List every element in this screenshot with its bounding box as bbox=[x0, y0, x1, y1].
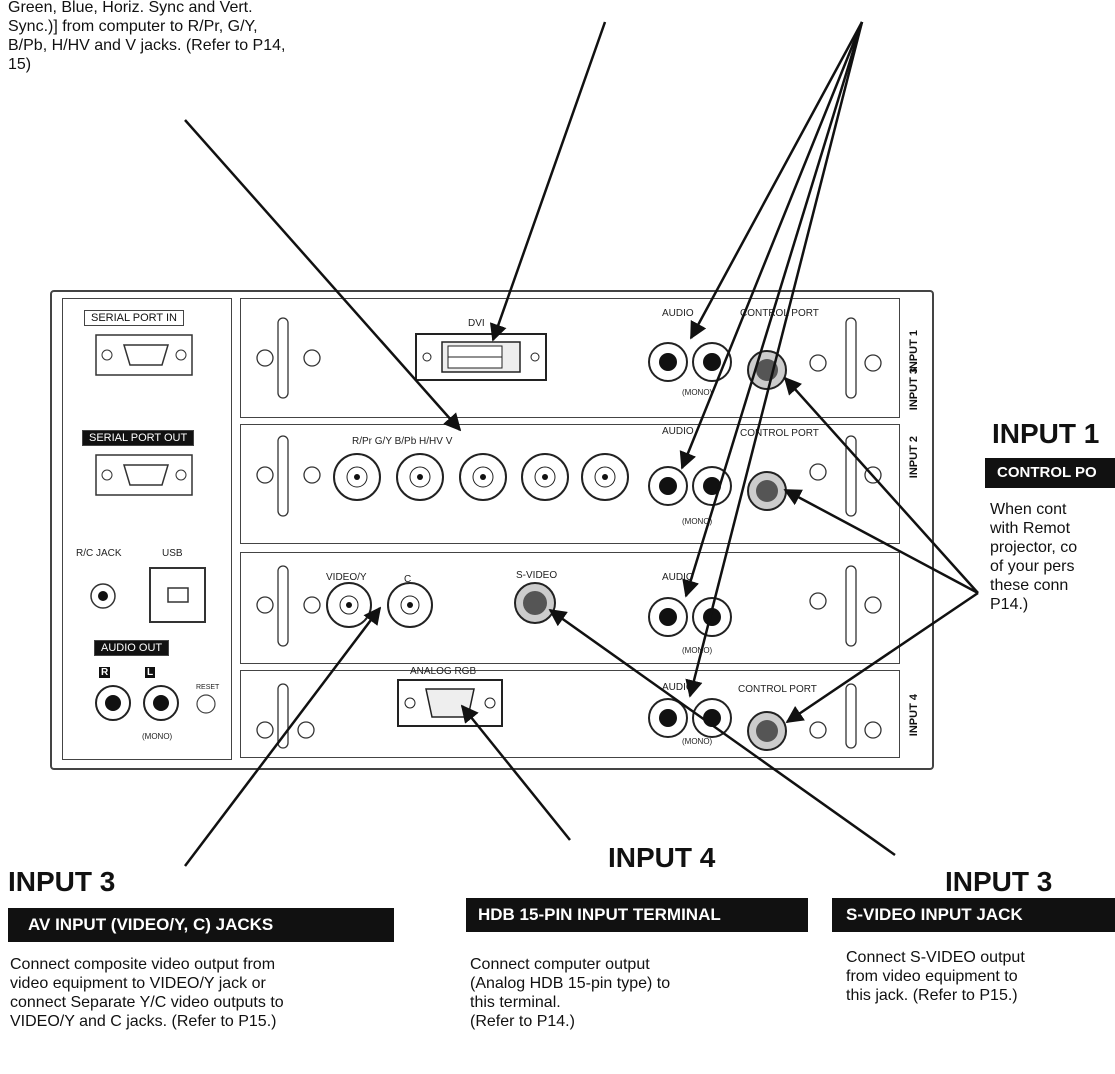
callout-2-banner: HDB 15-PIN INPUT TERMINAL bbox=[466, 898, 808, 932]
c2-line-4: (Refer to P14.) bbox=[470, 1013, 575, 1030]
panel-screws bbox=[256, 317, 882, 749]
c2-line-3: this terminal. bbox=[470, 994, 561, 1011]
audio-out-label: AUDIO OUT bbox=[94, 640, 170, 656]
reset-label: RESET bbox=[196, 684, 220, 691]
reset-button bbox=[196, 694, 216, 714]
control-ports bbox=[747, 350, 787, 751]
rc-jack-label: R/C JACK bbox=[76, 548, 122, 559]
mono-label-2: (MONO) bbox=[682, 517, 713, 526]
video-y-label: VIDEO/Y bbox=[326, 572, 367, 583]
callout-arrows bbox=[184, 21, 979, 867]
top-left-text: Green, Blue, Horiz. Sync and Vert. Sync.… bbox=[8, 0, 448, 74]
callout-3-body: Connect S-VIDEO output from video equipm… bbox=[846, 948, 1115, 1005]
audio-label-4: AUDIO bbox=[662, 682, 694, 693]
c-label: C bbox=[404, 574, 412, 585]
bnc-connectors bbox=[333, 453, 629, 501]
callout-1-heading: INPUT 3 bbox=[8, 866, 116, 897]
dvi-connector bbox=[415, 333, 547, 381]
control-port-label-1: CONTROL PORT bbox=[740, 308, 819, 319]
c3-line-3: this jack. (Refer to P15.) bbox=[846, 987, 1018, 1004]
audio-out-l-badge: L bbox=[145, 667, 156, 678]
c3-line-2: from video equipment to bbox=[846, 968, 1018, 985]
right-line-5: these conn bbox=[990, 577, 1069, 594]
top-line-2: Sync.)] from computer to R/Pr, G/Y, bbox=[8, 18, 258, 35]
row-audio-jacks bbox=[648, 342, 732, 738]
c1-line-4: VIDEO/Y and C jacks. (Refer to P15.) bbox=[10, 1013, 277, 1030]
control-port-label-4: CONTROL PORT bbox=[738, 684, 817, 695]
analog-rgb-connector bbox=[397, 679, 503, 727]
audio-out-r-badge: R bbox=[99, 667, 111, 678]
top-line-3: B/Pb, H/HV and V jacks. (Refer to P14, bbox=[8, 37, 286, 54]
callout-1-banner: AV INPUT (VIDEO/Y, C) JACKS bbox=[8, 908, 394, 942]
c1-line-1: Connect composite video output from bbox=[10, 956, 276, 973]
c2-line-1: Connect computer output bbox=[470, 956, 650, 973]
serial-in-connector bbox=[95, 334, 193, 376]
right-line-3: projector, co bbox=[990, 539, 1078, 556]
callout-3-heading: INPUT 3 bbox=[945, 866, 1053, 897]
c2-line-2: (Analog HDB 15-pin type) to bbox=[470, 975, 671, 992]
top-line-1: Green, Blue, Horiz. Sync and Vert. bbox=[8, 0, 253, 16]
right-line-2: with Remot bbox=[990, 520, 1071, 537]
callout-2-heading: INPUT 4 bbox=[608, 842, 716, 873]
serial-out-connector bbox=[95, 454, 193, 496]
audio-label-3: AUDIO bbox=[662, 572, 694, 583]
serial-port-out-label: SERIAL PORT OUT bbox=[82, 430, 195, 446]
bnc-labels: R/Pr G/Y B/Pb H/HV V bbox=[352, 436, 453, 447]
usb-label: USB bbox=[162, 548, 183, 559]
video-y-c-connectors bbox=[326, 582, 433, 628]
mono-label-4: (MONO) bbox=[682, 737, 713, 746]
mono-label-1: (MONO) bbox=[682, 388, 713, 397]
callout-2-body: Connect computer output (Analog HDB 15-p… bbox=[470, 955, 800, 1031]
c1-line-3: connect Separate Y/C video outputs to bbox=[10, 994, 284, 1011]
right-line-6: P14.) bbox=[990, 596, 1029, 613]
s-video-jack bbox=[514, 582, 556, 624]
analog-rgb-label: ANALOG RGB bbox=[410, 666, 477, 677]
callout-1-body: Connect composite video output from vide… bbox=[10, 955, 410, 1031]
c1-line-2: video equipment to VIDEO/Y jack or bbox=[10, 975, 266, 992]
s-video-label: S-VIDEO bbox=[516, 570, 558, 581]
callout-3-banner: S-VIDEO INPUT JACK bbox=[832, 898, 1115, 932]
input1-row bbox=[240, 298, 900, 418]
audio-label-2: AUDIO bbox=[662, 426, 694, 437]
right-callout-body: When cont with Remot projector, co of yo… bbox=[990, 500, 1115, 614]
mono-label-3: (MONO) bbox=[682, 646, 713, 655]
serial-port-in-label: SERIAL PORT IN bbox=[84, 310, 184, 326]
right-callout-heading: INPUT 1 bbox=[992, 418, 1100, 449]
top-line-4: 15) bbox=[8, 56, 32, 73]
control-port-label-2: CONTROL PORT bbox=[740, 428, 819, 439]
right-line-4: of your pers bbox=[990, 558, 1075, 575]
right-line-1: When cont bbox=[990, 501, 1067, 518]
dvi-label: DVI bbox=[468, 318, 485, 329]
c3-line-1: Connect S-VIDEO output bbox=[846, 949, 1025, 966]
audio-out-mono: (MONO) bbox=[142, 732, 173, 741]
right-callout-banner: CONTROL PO bbox=[985, 458, 1115, 488]
audio-label-1: AUDIO bbox=[662, 308, 694, 319]
